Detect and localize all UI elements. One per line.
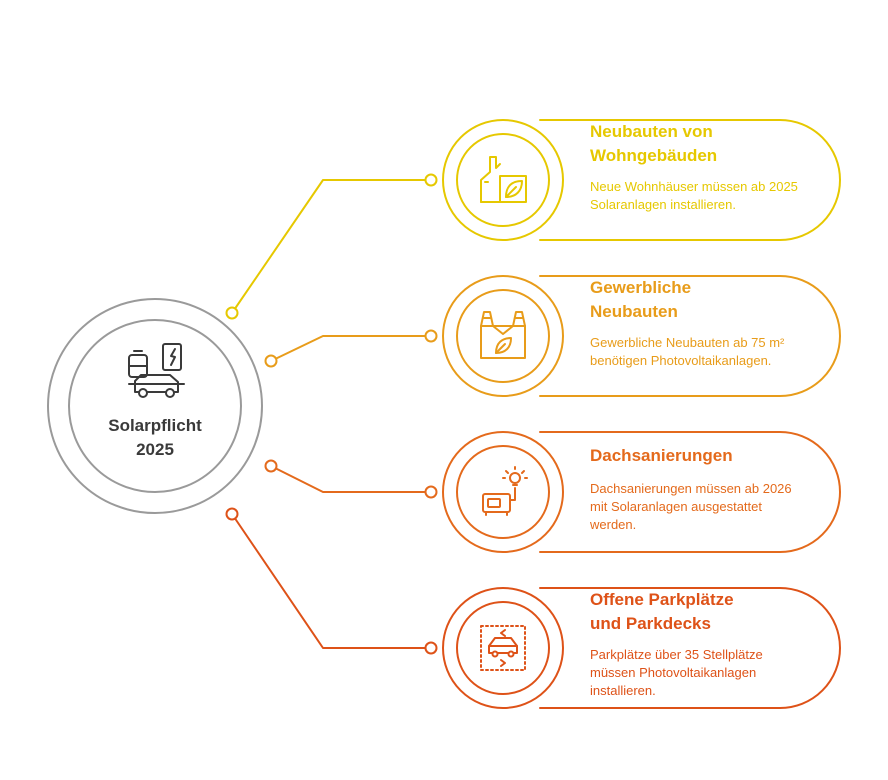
card-title: Dachsanierungen bbox=[590, 444, 805, 468]
card-title: Neubauten von Wohngebäuden bbox=[590, 120, 805, 168]
center-title-line2: 2025 bbox=[136, 440, 174, 459]
card-2-shape bbox=[442, 275, 841, 397]
card-title-line1: Offene Parkplätze bbox=[590, 590, 734, 609]
card-title-line2: Neubauten bbox=[590, 302, 678, 321]
card-description: Neue Wohnhäuser müssen ab 2025 Solaranla… bbox=[590, 179, 798, 212]
card-title-line2: und Parkdecks bbox=[590, 614, 711, 633]
card-title: Gewerbliche Neubauten bbox=[590, 276, 805, 324]
eco-factory-leaf-icon bbox=[480, 156, 527, 203]
card-3-shape bbox=[442, 431, 841, 553]
parking-car-icon bbox=[480, 625, 526, 671]
card-description: Dachsanierungen müssen ab 2026 mit Solar… bbox=[590, 481, 792, 532]
center-title-line1: Solarpflicht bbox=[108, 416, 202, 435]
center-title: Solarpflicht 2025 bbox=[80, 414, 230, 462]
connector-1 bbox=[225, 173, 438, 320]
card-gewerbliche-neubauten: Gewerbliche Neubauten Gewerbliche Neubau… bbox=[590, 276, 805, 370]
generator-lightbulb-icon bbox=[482, 466, 528, 516]
card-description: Parkplätze über 35 Stellplätze müssen Ph… bbox=[590, 647, 763, 698]
center-node bbox=[47, 298, 263, 514]
card-neubauten-wohngebaeude: Neubauten von Wohngebäuden Neue Wohnhäus… bbox=[590, 120, 805, 214]
connector-3 bbox=[264, 459, 438, 499]
card-title-line1: Neubauten von bbox=[590, 122, 713, 141]
card-title-line2: Wohngebäuden bbox=[590, 146, 718, 165]
card-title-line1: Dachsanierungen bbox=[590, 446, 733, 465]
connector-2 bbox=[264, 329, 438, 368]
card-title: Offene Parkplätze und Parkdecks bbox=[590, 588, 805, 636]
card-offene-parkplaetze: Offene Parkplätze und Parkdecks Parkplät… bbox=[590, 588, 805, 700]
factory-leaf-icon bbox=[480, 311, 526, 359]
card-4-shape bbox=[442, 587, 841, 709]
connector-4 bbox=[225, 507, 438, 655]
card-title-line1: Gewerbliche bbox=[590, 278, 692, 297]
card-1-shape bbox=[442, 119, 841, 241]
battery-ev-charging-icon bbox=[128, 343, 185, 398]
card-dachsanierungen: Dachsanierungen Dachsanierungen müssen a… bbox=[590, 444, 805, 534]
card-description: Gewerbliche Neubauten ab 75 m² benötigen… bbox=[590, 335, 785, 368]
